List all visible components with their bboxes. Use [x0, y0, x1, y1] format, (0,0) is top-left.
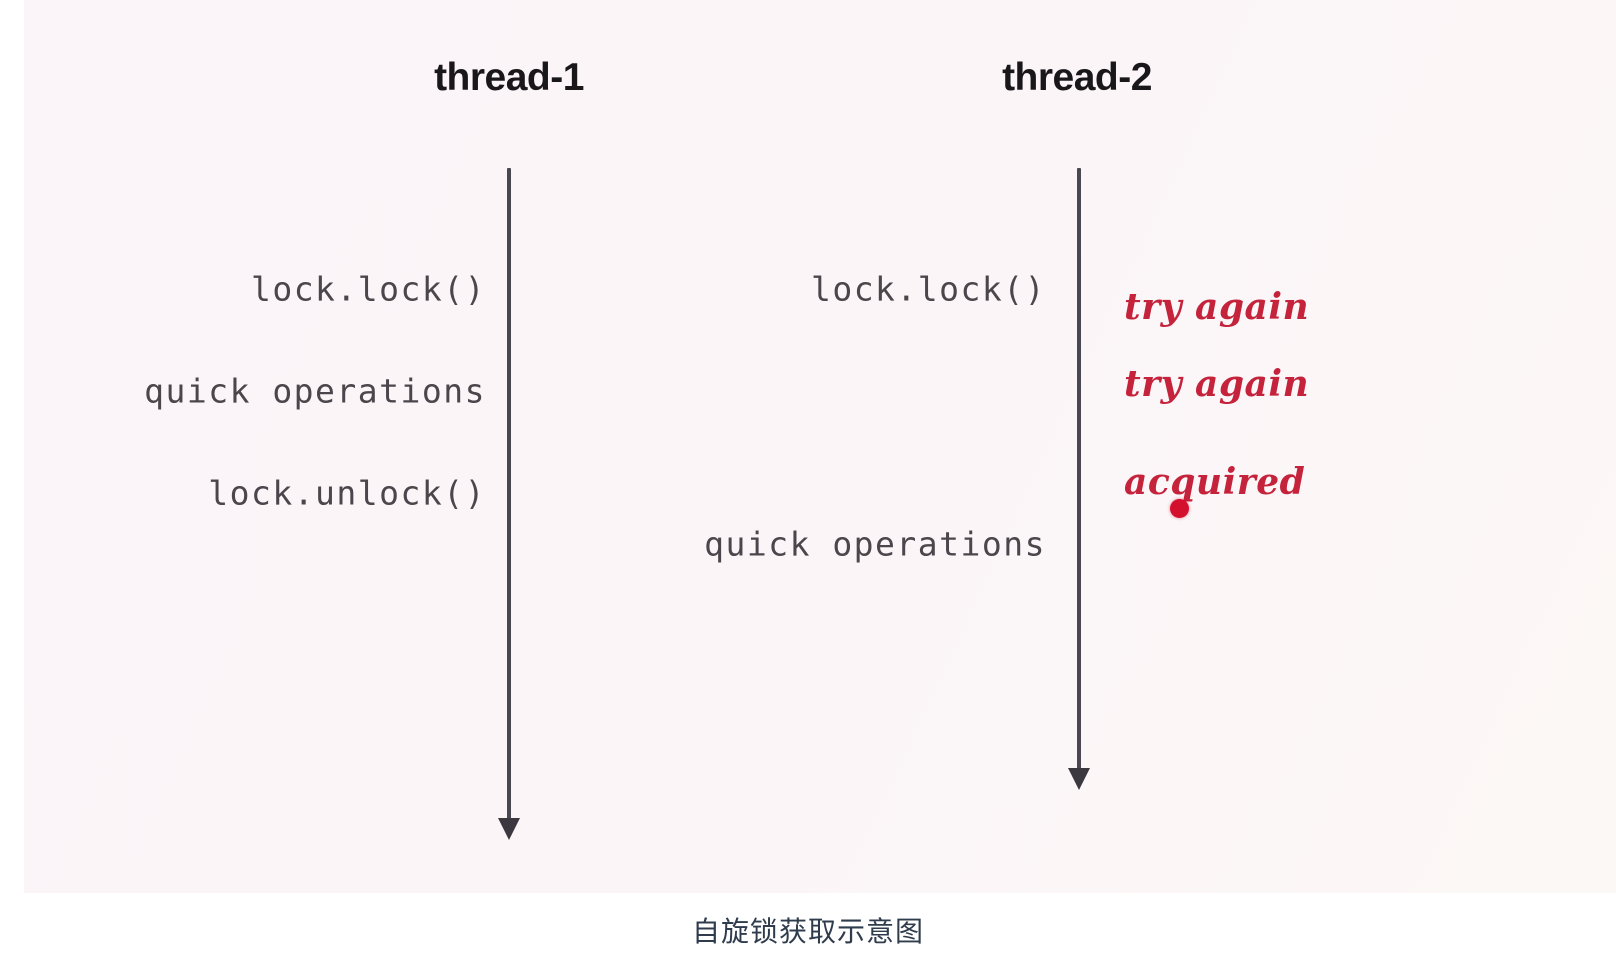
thread-1-timeline-shaft: [507, 168, 511, 820]
figure-caption: 自旋锁获取示意图: [0, 893, 1616, 966]
thread-1-step-quick-operations: quick operations: [144, 371, 486, 411]
thread-2-heading: thread-2: [1002, 56, 1152, 99]
annotation-try-again-first: try again: [1124, 286, 1310, 328]
annotation-acquired: acquired: [1124, 461, 1306, 503]
diagram-panel: thread-1 thread-2 lock.lock() quick oper…: [24, 0, 1616, 893]
annotation-try-again-second: try again: [1124, 363, 1310, 405]
thread-2-step-lock-lock: lock.lock(): [810, 269, 1046, 309]
thread-1-step-lock-lock: lock.lock(): [250, 269, 486, 309]
thread-2-arrowhead-icon: [1068, 768, 1090, 790]
thread-1-step-lock-unlock: lock.unlock(): [208, 473, 486, 513]
thread-2-timeline-shaft: [1077, 168, 1081, 770]
thread-1-arrowhead-icon: [498, 818, 520, 840]
acquired-marker-dot-icon: [1169, 498, 1189, 518]
thread-1-heading: thread-1: [434, 56, 584, 99]
thread-2-step-quick-operations: quick operations: [704, 524, 1046, 564]
